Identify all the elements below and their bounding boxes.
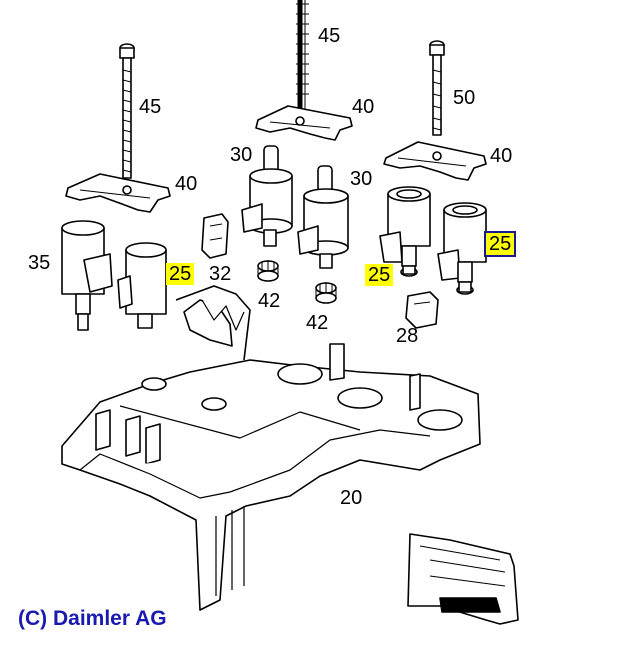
- callout-32: 32: [209, 263, 232, 285]
- spring-42-left: [257, 260, 279, 282]
- callout-25-right-boxed: 25: [483, 231, 517, 257]
- solenoid-35: [61, 220, 113, 331]
- clamp-plate-40-right: [383, 141, 487, 181]
- valve-body-housing-20: [61, 285, 481, 611]
- bolt-50-right: [429, 40, 445, 136]
- transmission-inset: [407, 533, 519, 625]
- callout-42-right: 42: [306, 312, 329, 334]
- callout-28: 28: [396, 325, 419, 347]
- bolt-45-left: [119, 43, 135, 179]
- callout-25-center-highlight: 25: [365, 264, 394, 286]
- copyright-notice: (C) Daimler AG: [18, 607, 167, 630]
- callout-40-center: 40: [352, 96, 375, 118]
- bolt-45-center: [296, 0, 309, 118]
- solenoid-30-center: [241, 145, 293, 247]
- callout-45-center: 45: [318, 25, 341, 47]
- solenoid-25-right: [437, 202, 487, 295]
- spring-42-right: [315, 282, 337, 304]
- connector-32: [201, 213, 229, 259]
- callout-40-left: 40: [175, 173, 198, 195]
- clamp-plate-40-center: [255, 105, 353, 141]
- clamp-plate-40-left: [65, 173, 171, 213]
- callout-40-right: 40: [490, 145, 513, 167]
- callout-30-center: 30: [230, 144, 253, 166]
- solenoid-25-left: [117, 242, 167, 329]
- callout-20: 20: [340, 487, 363, 509]
- callout-45-left: 45: [139, 96, 162, 118]
- callout-25-left-highlight: 25: [166, 263, 195, 285]
- callout-30-right: 30: [350, 168, 373, 190]
- solenoid-30-right: [297, 165, 349, 269]
- callout-42-left: 42: [258, 290, 281, 312]
- callout-35: 35: [28, 252, 51, 274]
- solenoid-25-center: [379, 186, 431, 277]
- connector-28: [405, 291, 439, 329]
- callout-50: 50: [453, 87, 476, 109]
